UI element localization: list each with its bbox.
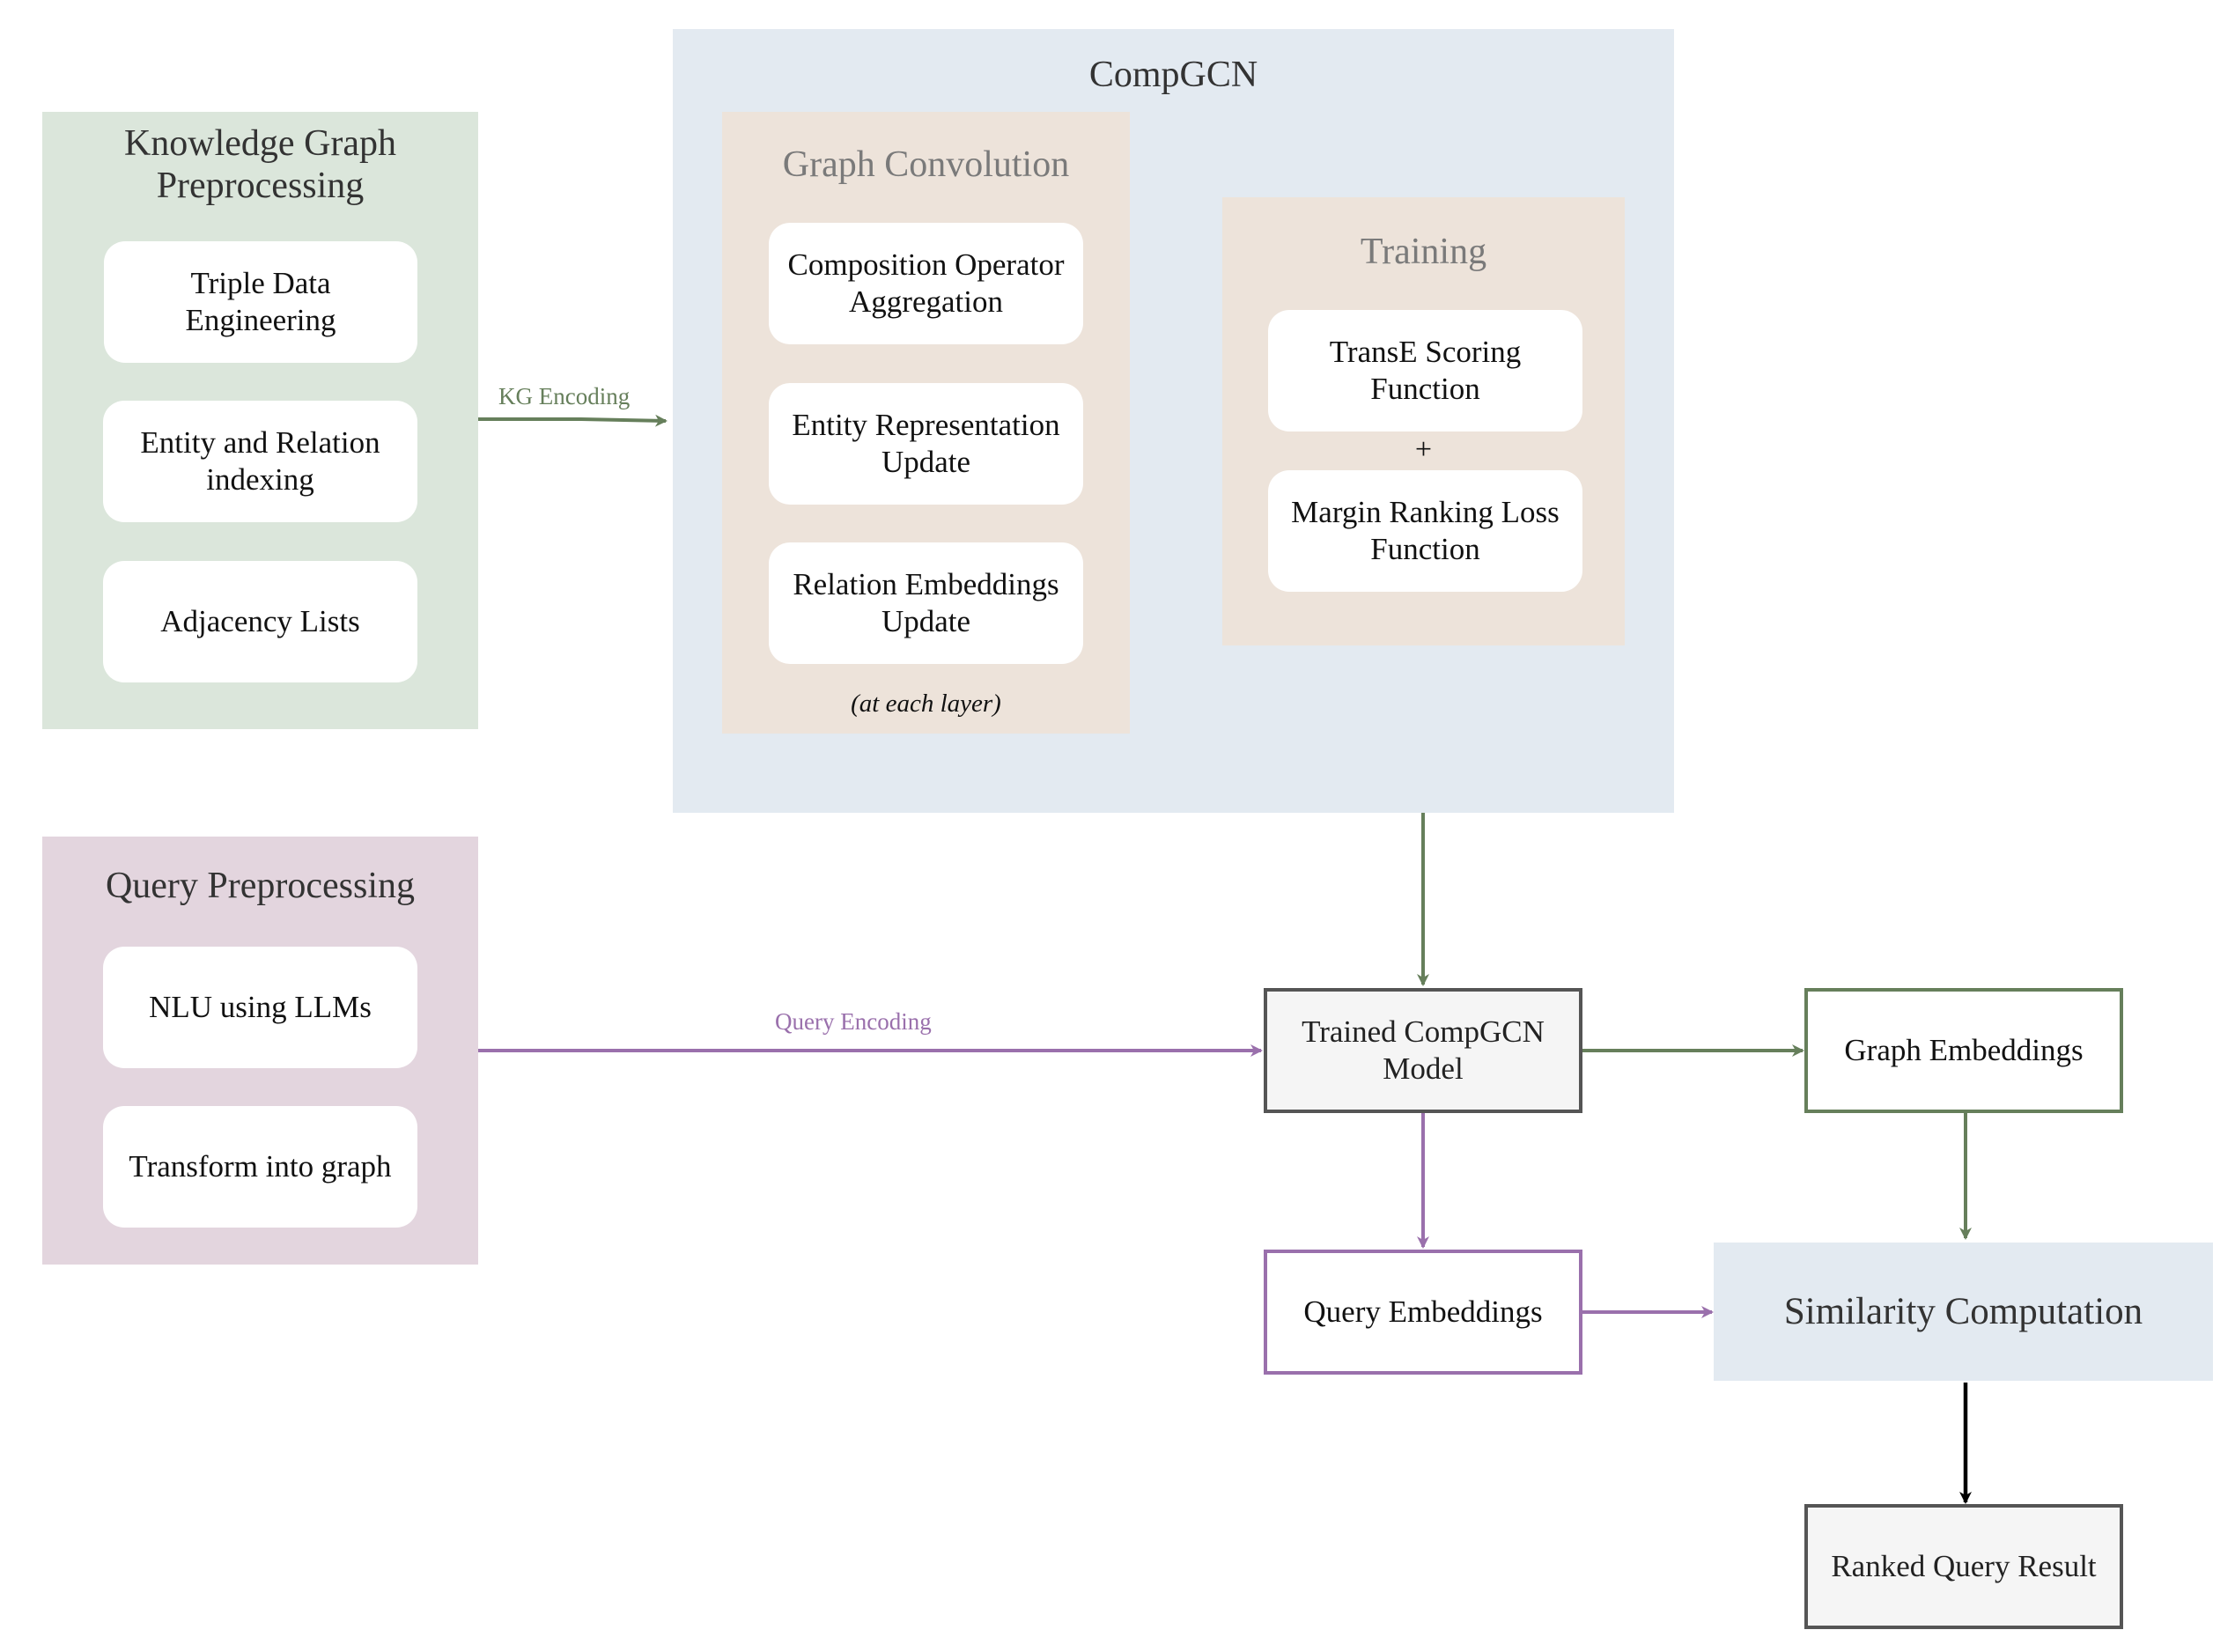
kg-encoding-arrow [478,414,668,427]
layer-note: (at each layer) [851,690,1001,718]
nlu-llms-box: NLU using LLMs [103,947,417,1068]
kg-preprocessing-title: Knowledge Graph Preprocessing [123,123,397,207]
query-embeddings-box: Query Embeddings [1264,1250,1582,1375]
query-encoding-label: Query Encoding [775,1008,932,1035]
transform-graph-box: Transform into graph [103,1106,417,1228]
kg-preprocessing-panel: Knowledge Graph Preprocessing Triple Dat… [42,112,478,729]
ranked-query-result-box: Ranked Query Result [1804,1504,2123,1629]
compgcn-panel: CompGCN Graph Convolution Composition Op… [673,29,1674,813]
plus-sign: + [1414,433,1433,466]
kg-encoding-label: KG Encoding [498,383,631,409]
query-preprocessing-panel: Query Preprocessing NLU using LLMs Trans… [42,837,478,1265]
graph-convolution-title: Graph Convolution [782,144,1070,185]
adjacency-lists-box: Adjacency Lists [103,561,417,682]
compgcn-title: CompGCN [1088,55,1258,95]
similarity-computation-box: Similarity Computation [1714,1243,2213,1381]
graph-embeddings-box: Graph Embeddings [1804,988,2123,1113]
training-title: Training [1360,232,1487,272]
query-preprocessing-title: Query Preprocessing [105,866,416,906]
